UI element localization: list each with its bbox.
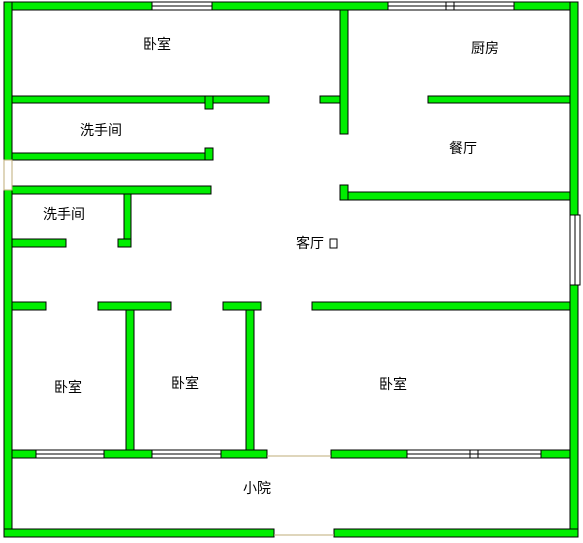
wall-bath-upper-bottom	[11, 152, 214, 161]
label-yard: 小院	[243, 481, 271, 497]
wall-bedroom-top-bottom	[11, 95, 270, 104]
label-living: 客厅	[296, 235, 324, 252]
wall-right-lower	[569, 284, 579, 538]
wall-dining-bottom	[339, 191, 571, 201]
label-kitchen: 厨房	[471, 41, 499, 57]
room-labels: 卧室 厨房 洗手间 餐厅 洗手间 客厅 卧室 卧室 卧室 小院	[43, 36, 499, 497]
wall-yard-top-1	[11, 449, 37, 459]
wall-dining-stub	[339, 184, 349, 201]
window-bedroom-left	[35, 449, 105, 459]
label-bedroom-left: 卧室	[54, 379, 82, 396]
wall-bath-lower-top	[11, 185, 212, 195]
wall-bedroom-divider-2	[245, 309, 255, 454]
door-left-side	[3, 159, 13, 191]
wall-bedrooms-top-4	[311, 301, 571, 311]
wall-bath-lower-right-stub	[117, 238, 132, 248]
wall-yard-top-3	[220, 449, 268, 459]
wall-bottom-left	[3, 528, 275, 538]
wall-bedrooms-top-1	[11, 301, 47, 311]
wall-top-middle	[211, 1, 389, 11]
window-top-right	[387, 1, 515, 11]
doors	[3, 159, 334, 536]
label-bathroom-lower: 洗手间	[43, 207, 85, 223]
wall-left-upper	[3, 1, 13, 161]
wall-bedroom-divider-1	[125, 309, 135, 454]
wall-left-lower	[3, 189, 13, 538]
label-bedroom-mid: 卧室	[171, 375, 199, 392]
wall-yard-top-2	[103, 449, 153, 459]
interior-walls	[11, 9, 571, 459]
wall-yard-top-4	[330, 449, 408, 459]
wall-right-upper	[569, 1, 579, 216]
window-bedroom-right	[406, 449, 542, 459]
wall-top-right	[513, 1, 579, 11]
window-bedroom-mid	[151, 449, 222, 459]
windows	[35, 1, 581, 459]
label-bedroom-top: 卧室	[143, 36, 171, 53]
window-top-left	[151, 1, 213, 11]
label-bedroom-right: 卧室	[379, 376, 407, 393]
window-right	[569, 214, 581, 286]
wall-kitchen-left	[339, 9, 349, 135]
wall-kitchen-bottom	[427, 95, 571, 104]
wall-bottom-right	[333, 528, 579, 538]
wall-bath-upper-stub	[204, 147, 214, 161]
wall-top-left	[3, 1, 153, 11]
wall-yard-top-5	[540, 449, 571, 459]
label-dining: 餐厅	[449, 141, 477, 157]
wall-bedroom-top-stub	[204, 95, 214, 110]
label-bathroom-upper: 洗手间	[80, 123, 122, 139]
wall-bath-lower-bottom	[11, 238, 67, 248]
wall-bedrooms-top-2	[97, 301, 172, 311]
living-marker-box	[329, 238, 338, 249]
wall-bedrooms-top-3	[222, 301, 262, 311]
